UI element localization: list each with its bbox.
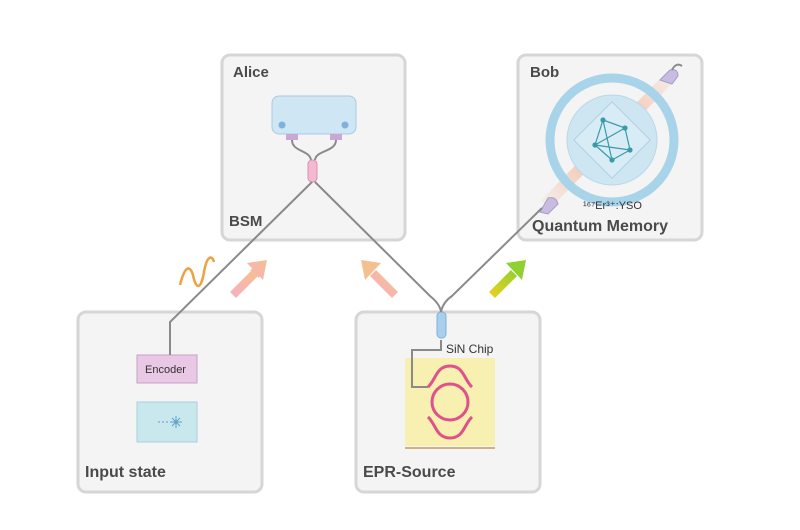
fiber-input-to-bsm (169, 181, 313, 355)
alice-title: Alice (233, 64, 269, 81)
crystal-label: ¹⁶⁷Er³⁺:YSO (583, 200, 642, 212)
bob-title: Bob (530, 64, 559, 81)
input-state-panel: Encoder Input state (76, 310, 264, 494)
epr-source-title: EPR-Source (363, 464, 456, 481)
quantum-memory-label: Quantum Memory (532, 218, 668, 235)
bob-panel: Bob ¹⁶⁷Er³⁺:YSO Quantum Memory (516, 53, 704, 242)
epr-source-panel: SiN Chip EPR-Source (354, 310, 542, 494)
photon-arrow-input (230, 260, 267, 298)
sin-chip-icon (405, 358, 495, 449)
laser-source-icon (136, 401, 198, 443)
splitter-icon (436, 311, 447, 339)
fiber-epr-to-memory (440, 207, 543, 313)
quantum-memory-icon (539, 63, 683, 215)
encoder-box (136, 354, 198, 384)
bsm-label: BSM (229, 213, 262, 230)
input-state-title: Input state (85, 464, 166, 481)
photon-wave-icon (178, 256, 216, 288)
alice-panel: Alice BSM (220, 53, 407, 242)
sin-chip-label: SiN Chip (446, 342, 494, 356)
encoder-label: Encoder (145, 364, 186, 376)
photon-arrow-epr-to-bsm (361, 260, 398, 298)
fiber-links (169, 181, 543, 355)
photon-arrow-epr-to-memory (489, 260, 526, 298)
bsm-detector-icon (271, 95, 357, 183)
